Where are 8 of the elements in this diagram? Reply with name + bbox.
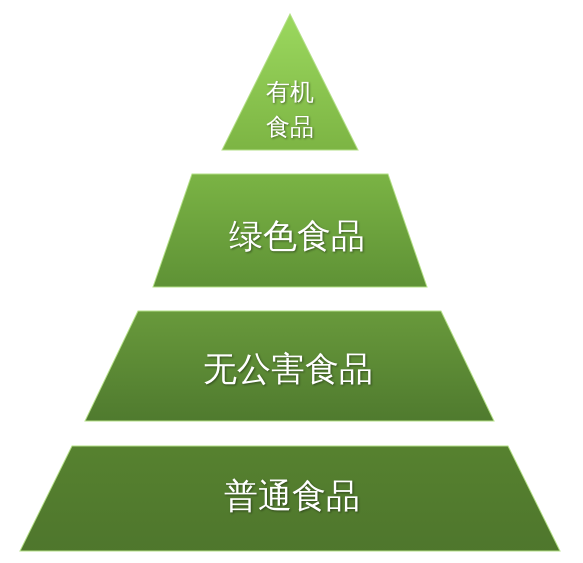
pyramid-tier <box>20 446 560 551</box>
tier-label: 无公害食品 <box>203 350 373 390</box>
pyramid-top-triangle <box>222 14 358 150</box>
pyramid-tier <box>85 311 494 421</box>
pyramid-tier <box>153 174 427 287</box>
tier-label: 有机食品 <box>266 77 314 143</box>
tier-label: 普通食品 <box>224 476 360 518</box>
tier-label: 绿色食品 <box>229 216 365 258</box>
